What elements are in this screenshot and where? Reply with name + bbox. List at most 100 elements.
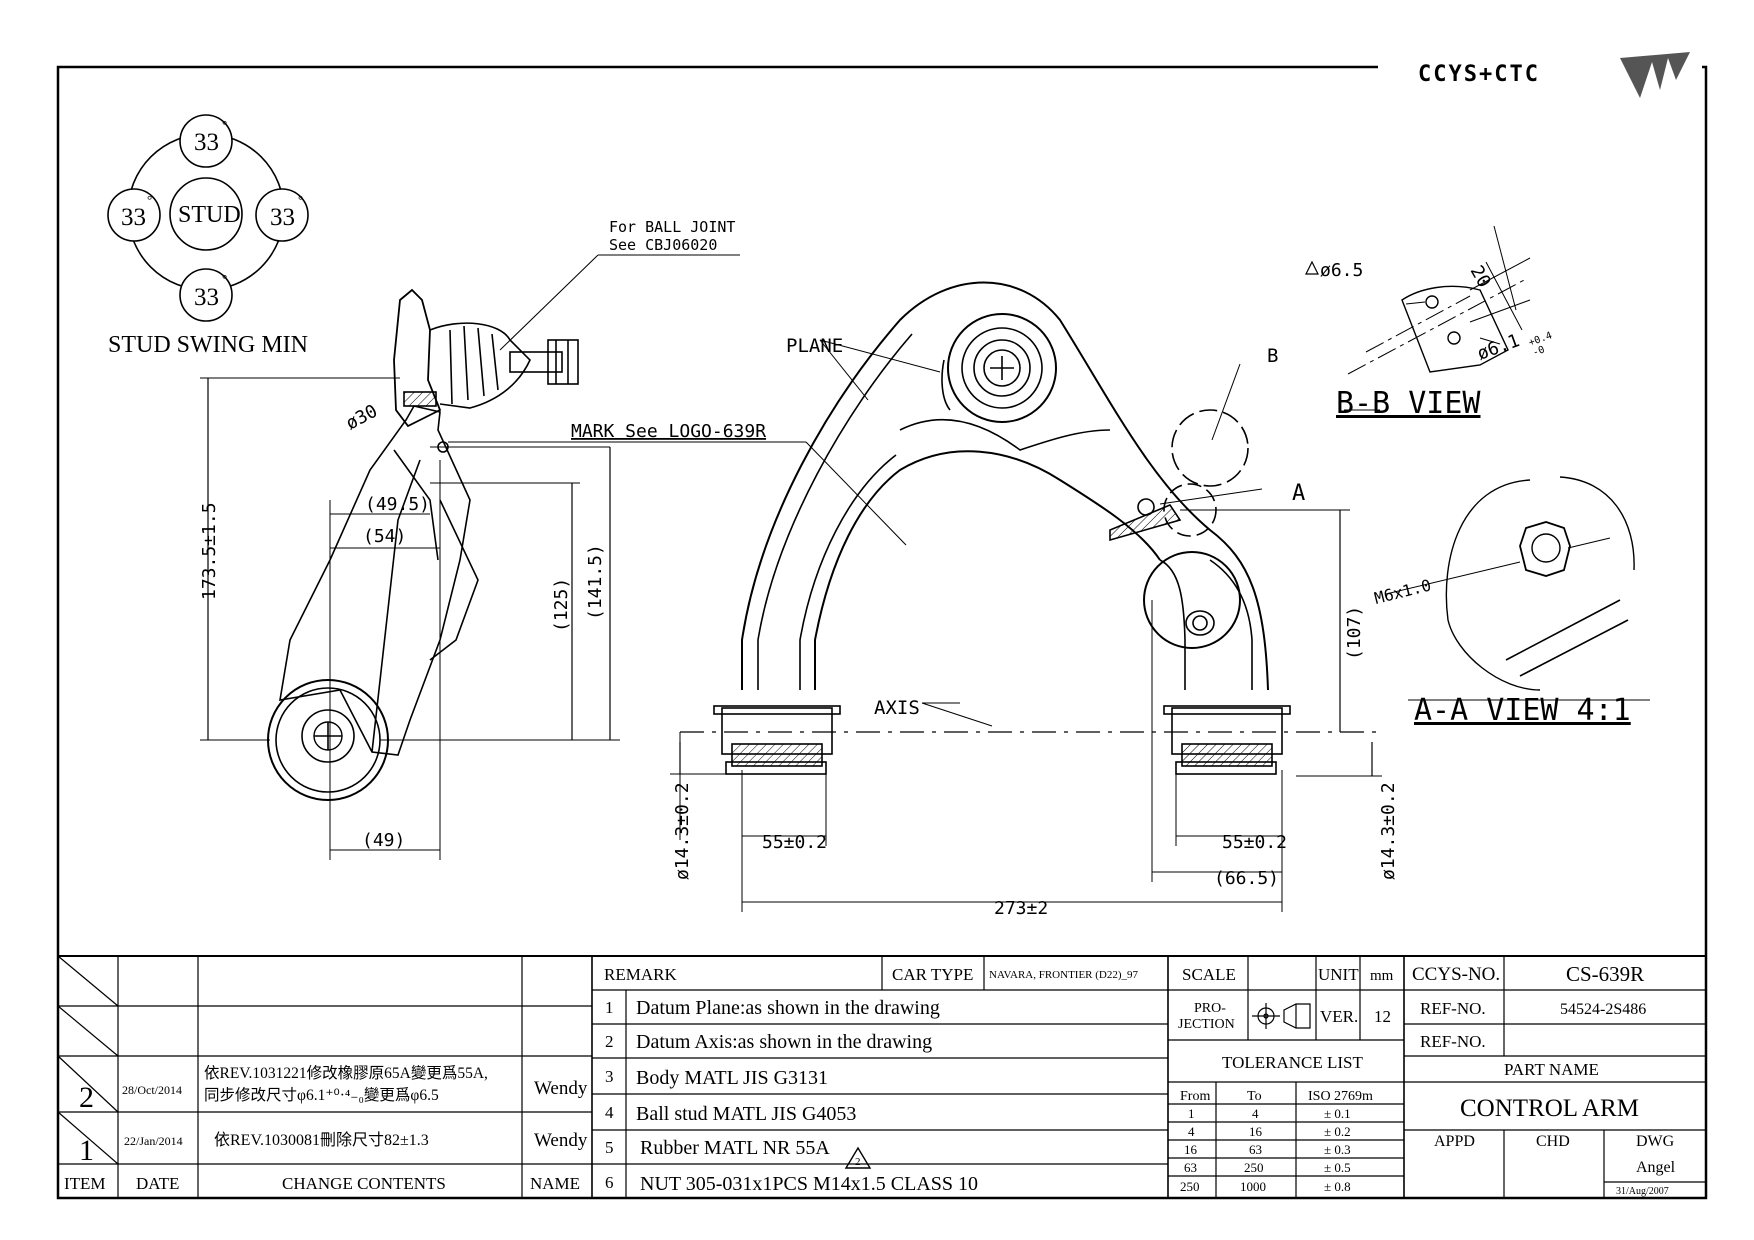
swing-top-value: 33	[194, 129, 219, 156]
section-a-label: A	[1292, 481, 1305, 506]
dim-49-5: (49.5)	[365, 494, 430, 515]
tolerance-cell: ± 0.8	[1324, 1179, 1351, 1194]
stud-swing-diagram: 33 33 33 33 STUD ° ° ° ° STUD SWING MIN	[107, 114, 309, 358]
dim-55-right: 55±0.2	[1222, 832, 1287, 853]
car-type-value: NAVARA, FRONTIER (D22)_97	[989, 969, 1139, 981]
chd-label: CHD	[1536, 1133, 1570, 1150]
aa-thread-callout: M6x1.0	[1372, 575, 1433, 607]
mark-callout: MARK See LOGO-639R	[571, 421, 766, 442]
rev1-name: Wendy	[534, 1130, 588, 1151]
rev2-date: 28/Oct/2014	[122, 1083, 182, 1097]
remark-5-rev-mark: 2	[855, 1156, 861, 1168]
dim-273: 273±2	[994, 898, 1048, 919]
stud-swing-caption: STUD SWING MIN	[108, 332, 308, 358]
remark-3-text: Body MATL JIS G3131	[636, 1067, 828, 1089]
tolerance-cell: 4	[1252, 1106, 1259, 1121]
rev-header-name: NAME	[530, 1174, 580, 1193]
degree-mark: °	[298, 192, 303, 207]
remark-4-no: 4	[605, 1103, 614, 1122]
rev-header-change: CHANGE CONTENTS	[282, 1174, 446, 1193]
rev1-number: 1	[79, 1134, 94, 1167]
part-name-label: PART NAME	[1504, 1060, 1599, 1079]
rev2-number: 2	[79, 1081, 94, 1114]
tolerance-cell: 250	[1244, 1160, 1264, 1175]
drawer-name: Angel	[1636, 1159, 1676, 1176]
aa-view	[1385, 476, 1650, 701]
bb-dim-dia-6-1: ø6.1	[1475, 330, 1523, 365]
tolerance-cell: 16	[1249, 1124, 1263, 1139]
remark-5-text: Rubber MATL NR 55A	[640, 1137, 830, 1159]
remark-2-no: 2	[605, 1032, 614, 1051]
part-name-value: CONTROL ARM	[1460, 1095, 1639, 1122]
swing-right-value: 33	[270, 204, 295, 231]
bb-dim-20: 20	[1466, 262, 1495, 291]
logo-text: CCYS+CTC	[1418, 62, 1540, 87]
car-type-label: CAR TYPE	[892, 965, 973, 984]
dim-49: (49)	[362, 830, 405, 851]
degree-mark: °	[222, 117, 227, 132]
ball-joint-note-1: For BALL JOINT	[609, 218, 735, 236]
remark-3-no: 3	[605, 1067, 614, 1086]
remark-1-text: Datum Plane:as shown in the drawing	[636, 997, 940, 1019]
dim-dia-14-left: ø14.3±0.2	[672, 782, 693, 880]
dwg-label: DWG	[1636, 1133, 1675, 1150]
dim-dia-14-right: ø14.3±0.2	[1378, 782, 1399, 880]
remark-5-no: 5	[605, 1138, 614, 1157]
section-b-label: B	[1267, 345, 1278, 367]
dim-66-5: (66.5)	[1214, 868, 1279, 889]
dim-54: (54)	[363, 526, 406, 547]
sheet-border	[56, 65, 1708, 1200]
remark-6-text: NUT 305-031x1PCS M14x1.5 CLASS 10	[640, 1173, 978, 1195]
projection-label-1: PRO-	[1194, 1001, 1226, 1016]
rev1-change: 依REV.1030081刪除尺寸82±1.3	[214, 1131, 429, 1149]
rev2-name: Wendy	[534, 1078, 588, 1099]
bb-dim-dia-6-5: ø6.5	[1320, 260, 1363, 281]
rev2-change-line1: 依REV.1031221修改橡膠原65A變更爲55A,	[204, 1064, 488, 1082]
tolerance-cell: 1000	[1240, 1179, 1266, 1194]
bb-view	[1305, 225, 1531, 411]
bb-tol-lower: -0	[1531, 344, 1546, 358]
tolerance-cell: ± 0.1	[1324, 1106, 1351, 1121]
tolerance-cell: 63	[1249, 1142, 1262, 1157]
scale-label: SCALE	[1182, 965, 1236, 984]
dim-55-left: 55±0.2	[762, 832, 827, 853]
ccys-no-value: CS-639R	[1566, 962, 1644, 986]
swing-bottom-value: 33	[194, 284, 219, 311]
appd-label: APPD	[1434, 1133, 1475, 1150]
remark-label: REMARK	[604, 965, 677, 984]
plane-callout: PLANE	[786, 335, 843, 357]
front-view	[670, 281, 1382, 912]
dim-125: (125)	[551, 578, 572, 632]
swing-left-value: 33	[121, 204, 146, 231]
tolerance-cell: 250	[1180, 1179, 1200, 1194]
title-block-grid	[57, 955, 1706, 1198]
projection-label-2: JECTION	[1178, 1017, 1235, 1032]
ref-no-label: REF-NO.	[1420, 999, 1486, 1018]
rev-header-item: ITEM	[64, 1174, 106, 1193]
ver-label: VER.	[1320, 1007, 1358, 1026]
tolerance-cell: 4	[1188, 1124, 1195, 1139]
degree-mark: °	[147, 192, 152, 207]
drawn-date: 31/Aug/2007	[1616, 1186, 1669, 1197]
logo-mark-icon	[1620, 52, 1690, 98]
dim-dia-30: ø30	[342, 401, 381, 435]
ref-no-2-label: REF-NO.	[1420, 1032, 1486, 1051]
remark-6-no: 6	[605, 1173, 614, 1192]
unit-label: UNIT	[1318, 965, 1359, 984]
ref-no-value: 54524-2S486	[1560, 1001, 1646, 1018]
degree-mark: °	[222, 271, 227, 286]
ccys-no-label: CCYS-NO.	[1412, 964, 1500, 985]
aa-view-title: A-A VIEW 4:1	[1414, 693, 1631, 728]
ball-joint-note-2: See CBJ06020	[609, 236, 717, 254]
remark-1-no: 1	[605, 998, 614, 1017]
tolerance-cell: ± 0.3	[1324, 1142, 1351, 1157]
tolerance-cell: ± 0.2	[1324, 1124, 1351, 1139]
bb-view-title: B-B VIEW	[1336, 386, 1481, 421]
dim-173-5: 173.5±1.5	[199, 502, 220, 600]
dim-107: (107)	[1344, 606, 1365, 660]
rev1-date: 22/Jan/2014	[124, 1134, 183, 1148]
tolerance-cell: 63	[1184, 1160, 1197, 1175]
remark-2-text: Datum Axis:as shown in the drawing	[636, 1031, 932, 1053]
axis-callout: AXIS	[874, 697, 920, 719]
